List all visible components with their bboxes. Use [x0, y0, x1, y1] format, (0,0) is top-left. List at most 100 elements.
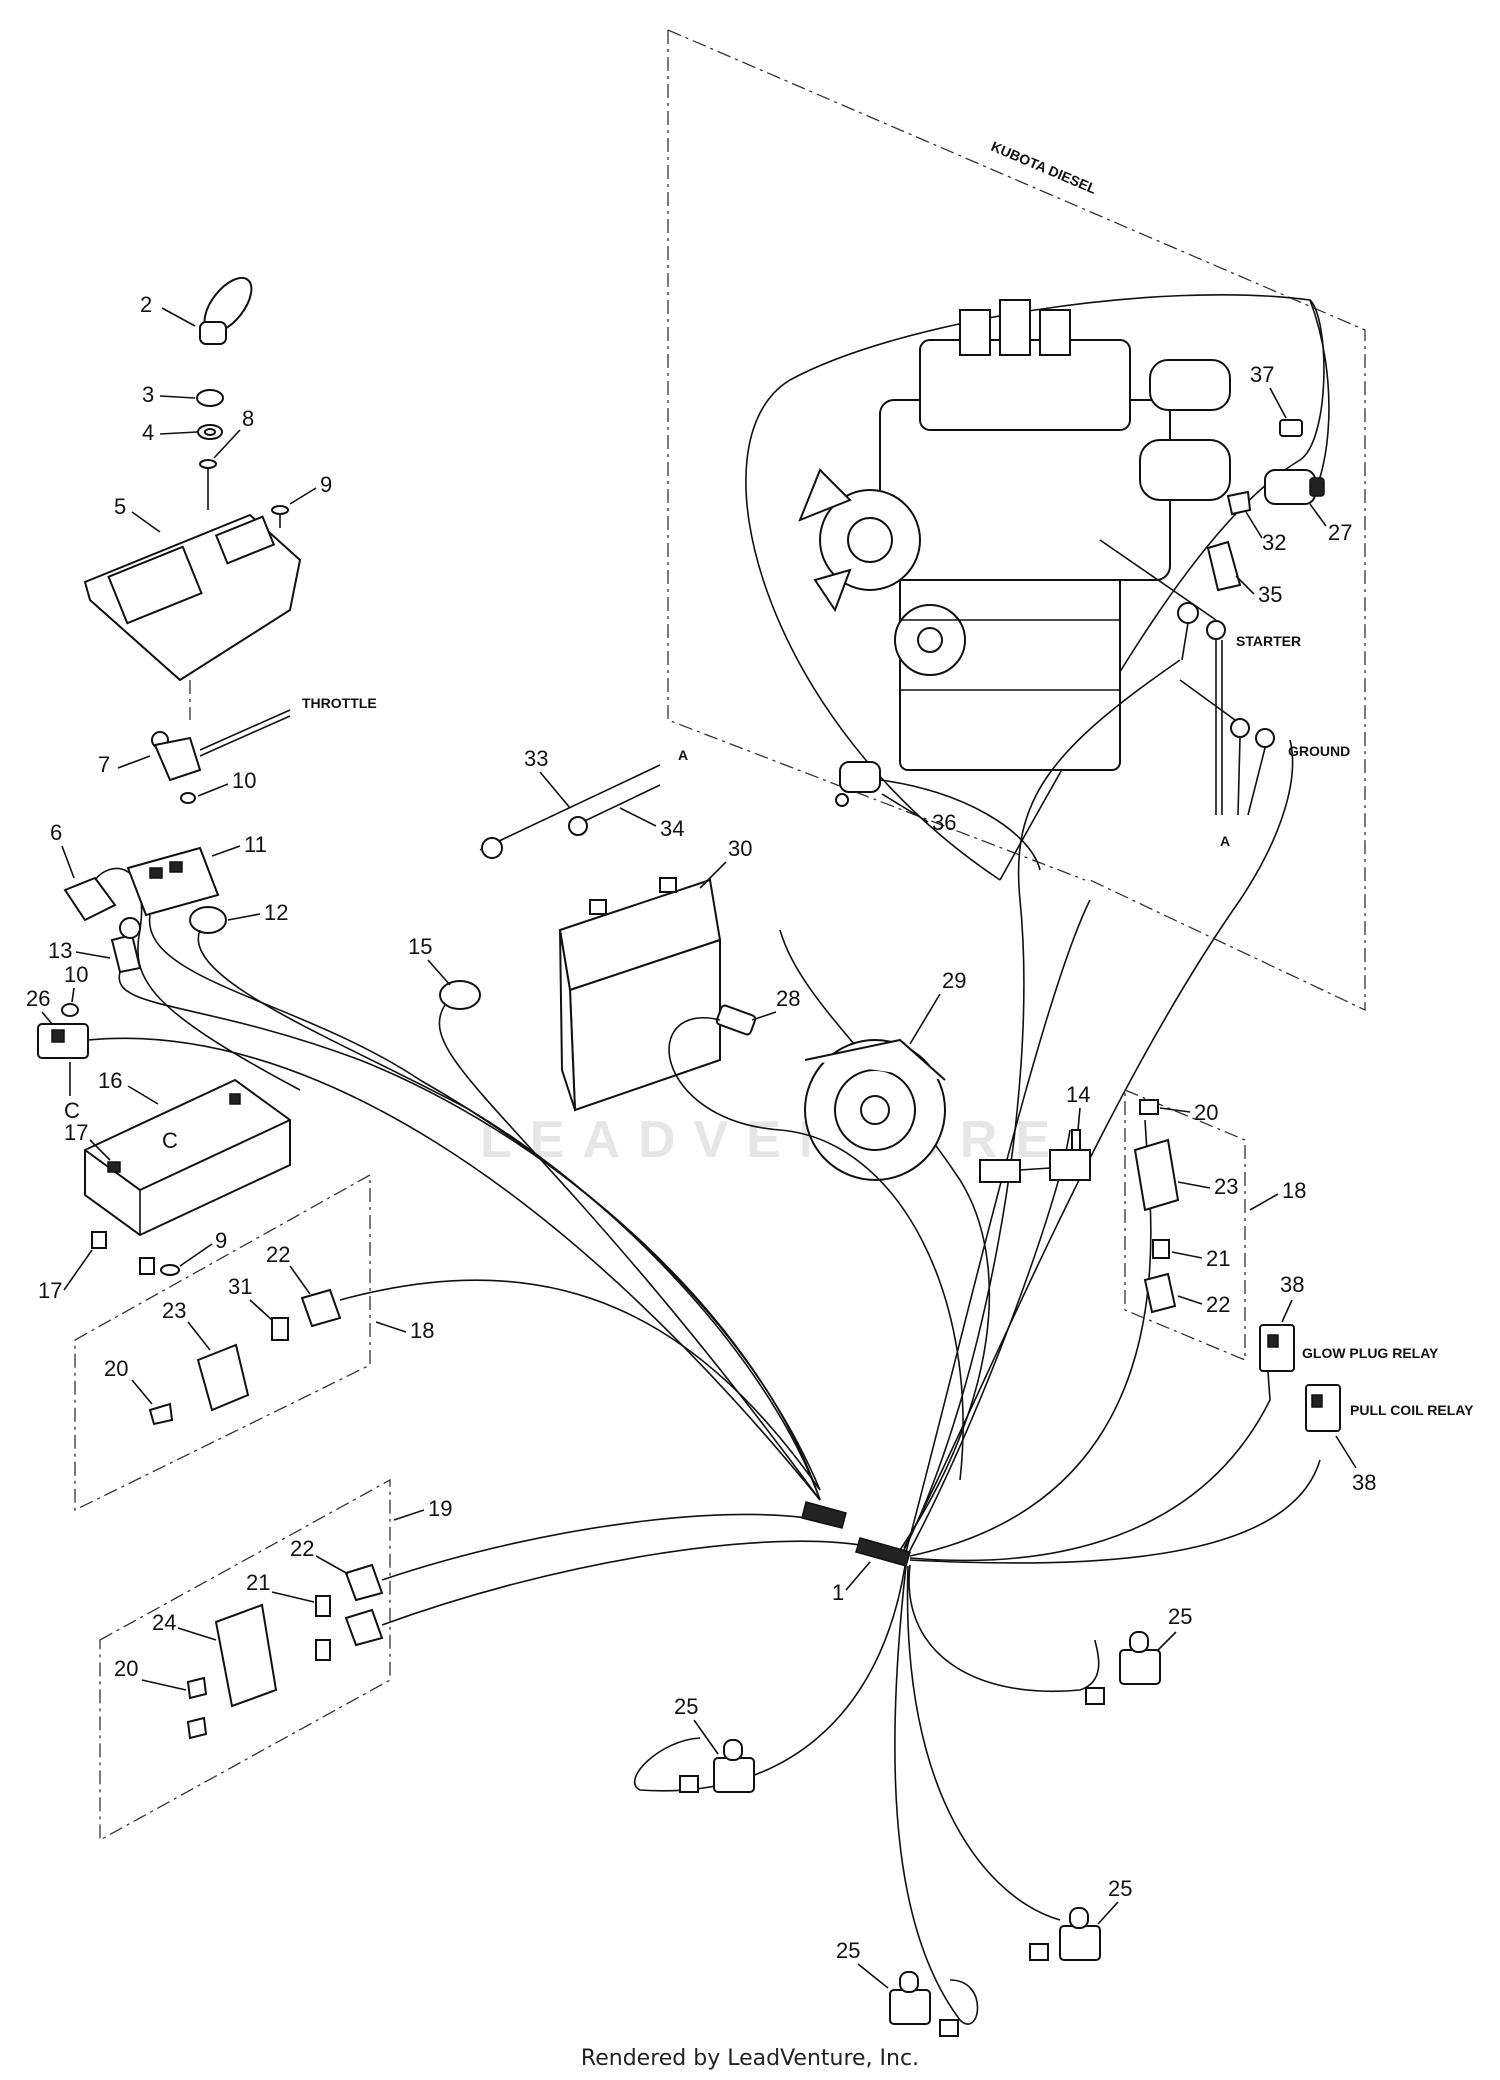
callout-21-right: 21 — [1206, 1246, 1230, 1271]
engine-label: KUBOTA DIESEL — [989, 138, 1099, 197]
starter-solenoid-36 — [835, 761, 1041, 871]
callout-9-lower: 9 — [215, 1228, 227, 1253]
pull-coil-relay-label: PULL COIL RELAY — [1350, 1402, 1474, 1418]
callout-38-lower: 38 — [1352, 1470, 1376, 1495]
callout-34: 34 — [660, 816, 684, 841]
callout-27: 27 — [1328, 520, 1352, 545]
bolt-8 — [199, 459, 217, 510]
callout-2: 2 — [140, 292, 152, 317]
callout-18-right: 18 — [1282, 1178, 1306, 1203]
callout-3: 3 — [142, 382, 154, 407]
callout-33: 33 — [524, 746, 548, 771]
callout-14: 14 — [1066, 1082, 1090, 1107]
callout-35: 35 — [1258, 582, 1282, 607]
callout-37: 37 — [1250, 362, 1274, 387]
callout-24: 24 — [152, 1610, 176, 1635]
callout-17-top: 17 — [64, 1120, 88, 1145]
ref-c-relay: C — [64, 1098, 80, 1123]
fuse-group-18-right — [1124, 1089, 1246, 1361]
callout-22-right: 22 — [1206, 1292, 1230, 1317]
callout-23-right: 23 — [1214, 1174, 1238, 1199]
ground-label: GROUND — [1288, 743, 1350, 759]
harness-1 — [779, 659, 1321, 1567]
callout-38-top: 38 — [1280, 1272, 1304, 1297]
leadventure-watermark: LEADVENTURE — [480, 1111, 1069, 1169]
starter-label: STARTER — [1236, 633, 1301, 649]
pull-coil-relay-38: PULL COIL RELAY — [1305, 1384, 1474, 1432]
fuse-group-19 — [99, 1478, 861, 1842]
callout-19: 19 — [428, 1496, 452, 1521]
callout-30: 30 — [728, 836, 752, 861]
hour-meter-6 — [63, 867, 301, 1091]
ref-a-battery: A — [678, 747, 688, 763]
callout-10-top: 10 — [232, 768, 256, 793]
callout-20-right: 20 — [1194, 1100, 1218, 1125]
fuel-solenoid-27 — [1264, 469, 1325, 505]
switch-25-bottom — [889, 1971, 959, 2037]
callouts: 2 3 4 8 9 5 7 10 6 11 12 13 10 26 16 17 … — [26, 292, 1376, 1989]
throttle-7: THROTTLE — [151, 695, 377, 804]
screw-9-top — [271, 505, 289, 528]
bracket-16: C — [84, 1078, 291, 1237]
callout-22-left: 22 — [266, 1242, 290, 1267]
callout-29: 29 — [942, 968, 966, 993]
callout-6: 6 — [50, 820, 62, 845]
callout-12: 12 — [264, 900, 288, 925]
dash-cover-5 — [83, 513, 302, 682]
callout-20-left: 20 — [104, 1356, 128, 1381]
callout-22-lower: 22 — [290, 1536, 314, 1561]
indicator-12 — [189, 906, 821, 1501]
glow-plug-relay-label: GLOW PLUG RELAY — [1302, 1345, 1439, 1361]
callout-21-lower: 21 — [246, 1570, 270, 1595]
throttle-label: THROTTLE — [302, 695, 377, 711]
boot-35 — [1206, 540, 1242, 592]
callout-25-mid: 25 — [1108, 1876, 1132, 1901]
callout-11: 11 — [244, 832, 267, 857]
callout-25-right: 25 — [1168, 1604, 1192, 1629]
callout-4: 4 — [142, 420, 154, 445]
callout-5: 5 — [114, 494, 126, 519]
callout-28: 28 — [776, 986, 800, 1011]
nut-10-lower — [61, 1003, 79, 1017]
callout-15: 15 — [408, 934, 432, 959]
ref-a-ground: A — [1220, 833, 1230, 849]
glow-plug-relay-38: GLOW PLUG RELAY — [1259, 1324, 1439, 1372]
oil-pressure-switch-37 — [1279, 419, 1303, 437]
washer-4 — [197, 424, 223, 440]
fuse-group-18-left — [74, 1173, 821, 1512]
callout-8: 8 — [242, 406, 254, 431]
ref-c-bracket: C — [162, 1128, 178, 1153]
callout-7: 7 — [98, 752, 110, 777]
switch-25-mid — [1029, 1907, 1101, 1961]
callout-31: 31 — [228, 1274, 252, 1299]
nut-3 — [196, 389, 224, 407]
battery-30 — [558, 877, 722, 1112]
callout-23-left: 23 — [162, 1298, 186, 1323]
footer-credit: Rendered by LeadVenture, Inc. — [580, 2046, 920, 2071]
relay-26 — [37, 1023, 821, 1501]
callout-9-top: 9 — [320, 472, 332, 497]
battery-cables-33-34: A — [479, 747, 688, 859]
callout-18-left: 18 — [410, 1318, 434, 1343]
callout-17-lower: 17 — [38, 1278, 62, 1303]
relay-14 — [979, 1129, 1091, 1183]
starter-cables: STARTER GROUND A — [1099, 539, 1350, 849]
pto-clutch-29 — [804, 1038, 946, 1181]
key-2 — [199, 276, 253, 345]
callout-13: 13 — [48, 938, 72, 963]
clip-17 — [91, 1231, 155, 1275]
kubota-engine — [798, 299, 1231, 771]
switch-25-left — [679, 1739, 755, 1793]
screw-9-lower — [160, 1264, 180, 1276]
callout-20-lower: 20 — [114, 1656, 138, 1681]
callout-32: 32 — [1262, 530, 1286, 555]
callout-1: 1 — [832, 1580, 844, 1605]
callout-25-bottom: 25 — [836, 1938, 860, 1963]
connector-15 — [438, 980, 821, 1501]
temp-sender-32 — [1226, 490, 1252, 516]
connector-28 — [668, 1004, 964, 1481]
callout-25-left: 25 — [674, 1694, 698, 1719]
relay-13 — [110, 917, 821, 1501]
callout-10-lower: 10 — [64, 962, 88, 987]
